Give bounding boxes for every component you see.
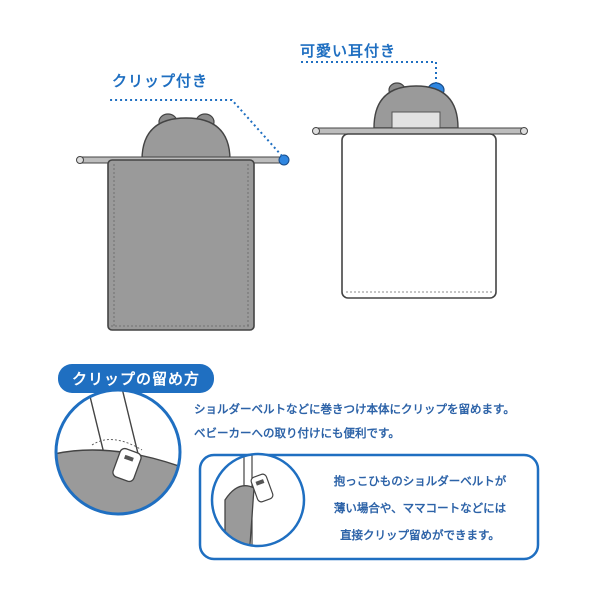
note-box-text: 抱っこひものショルダーベルトが 薄い場合や、ママコートなどには 直接クリップ留め… <box>310 468 530 549</box>
description-line-1: ショルダーベルトなどに巻きつけ本体にクリップを留めます。 <box>194 402 515 416</box>
clip-method-description: ショルダーベルトなどに巻きつけ本体にクリップを留めます。 ベビーカーへの取り付け… <box>194 397 594 445</box>
ears-feature-label: 可愛い耳付き <box>300 42 397 60</box>
note-line-1: 抱っこひものショルダーベルトが <box>333 474 507 488</box>
description-line-2: ベビーカーへの取り付けにも便利です。 <box>194 426 400 440</box>
note-line-2: 薄い場合や、ママコートなどには <box>333 501 507 515</box>
clip-method-title: クリップの留め方 <box>58 364 215 393</box>
clip-feature-label: クリップ付き <box>112 72 209 90</box>
note-line-3: 直接クリップ留めができます。 <box>340 528 500 542</box>
